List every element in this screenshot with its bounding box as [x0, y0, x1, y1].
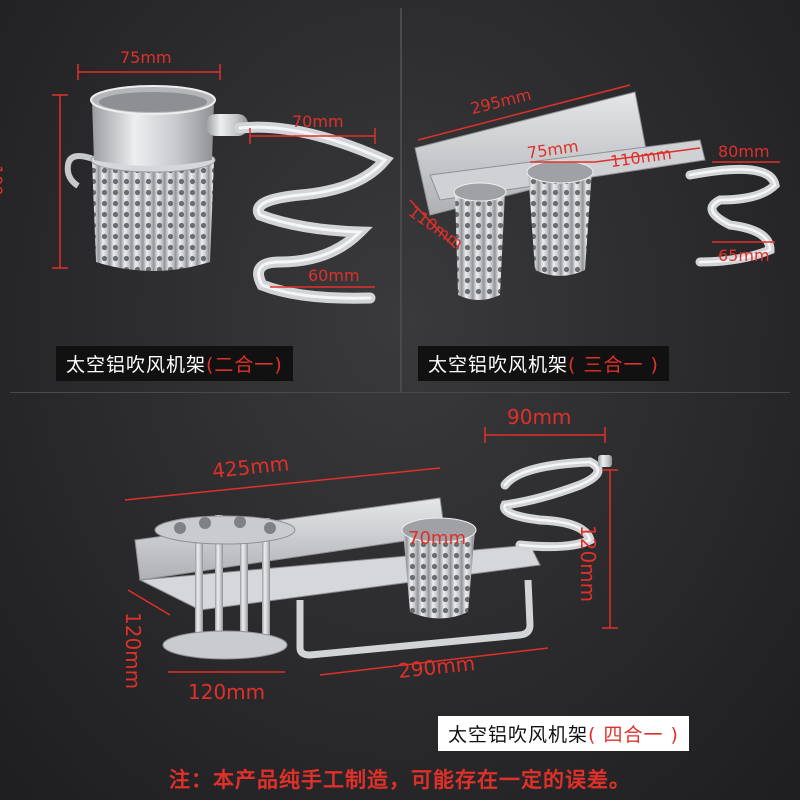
vertical-divider	[400, 8, 402, 393]
four-in-one-product	[134, 455, 612, 660]
four-in-one-cup-width: 70mm	[408, 528, 466, 549]
four-in-one-spiral-width: 90mm	[507, 405, 572, 429]
two-in-one-title-suffix: (二合一)	[206, 354, 283, 376]
four-in-one-dimension-lines	[124, 427, 618, 676]
three-in-one-dimension-lines	[409, 84, 780, 249]
four-in-one-depth: 120mm	[121, 612, 145, 690]
two-in-one-spiral-bottom: 60mm	[308, 266, 360, 285]
horizontal-divider	[10, 392, 790, 393]
two-in-one-title-label: 太空铝吹风机架(二合一)	[56, 346, 293, 381]
two-in-one-dimension-lines	[52, 64, 376, 288]
manufacturing-note: 注：本产品纯手工制造，可能存在一定的误差。	[169, 768, 631, 792]
four-in-one-title-label: 太空铝吹风机架( 四合一 )	[438, 716, 689, 751]
two-in-one-title-main: 太空铝吹风机架	[66, 354, 207, 376]
four-in-one-title-suffix: ( 四合一 )	[588, 724, 679, 746]
two-in-one-cup-width: 75mm	[120, 48, 172, 67]
three-in-one-spiral-bottom: 65mm	[718, 246, 770, 265]
four-in-one-holder-width: 120mm	[188, 680, 266, 704]
two-in-one-height: 100mm	[0, 165, 6, 227]
three-in-one-title-main: 太空铝吹风机架	[428, 354, 569, 376]
three-in-one-spiral-top: 80mm	[718, 142, 770, 161]
four-in-one-spiral-height: 120mm	[576, 525, 600, 603]
four-in-one-title-main: 太空铝吹风机架	[448, 724, 589, 746]
three-in-one-title-label: 太空铝吹风机架( 三合一 )	[418, 346, 669, 381]
two-in-one-spiral-top: 70mm	[292, 112, 344, 131]
three-in-one-title-suffix: ( 三合一 )	[568, 354, 659, 376]
two-in-one-product	[64, 85, 394, 304]
three-in-one-product	[414, 91, 780, 300]
